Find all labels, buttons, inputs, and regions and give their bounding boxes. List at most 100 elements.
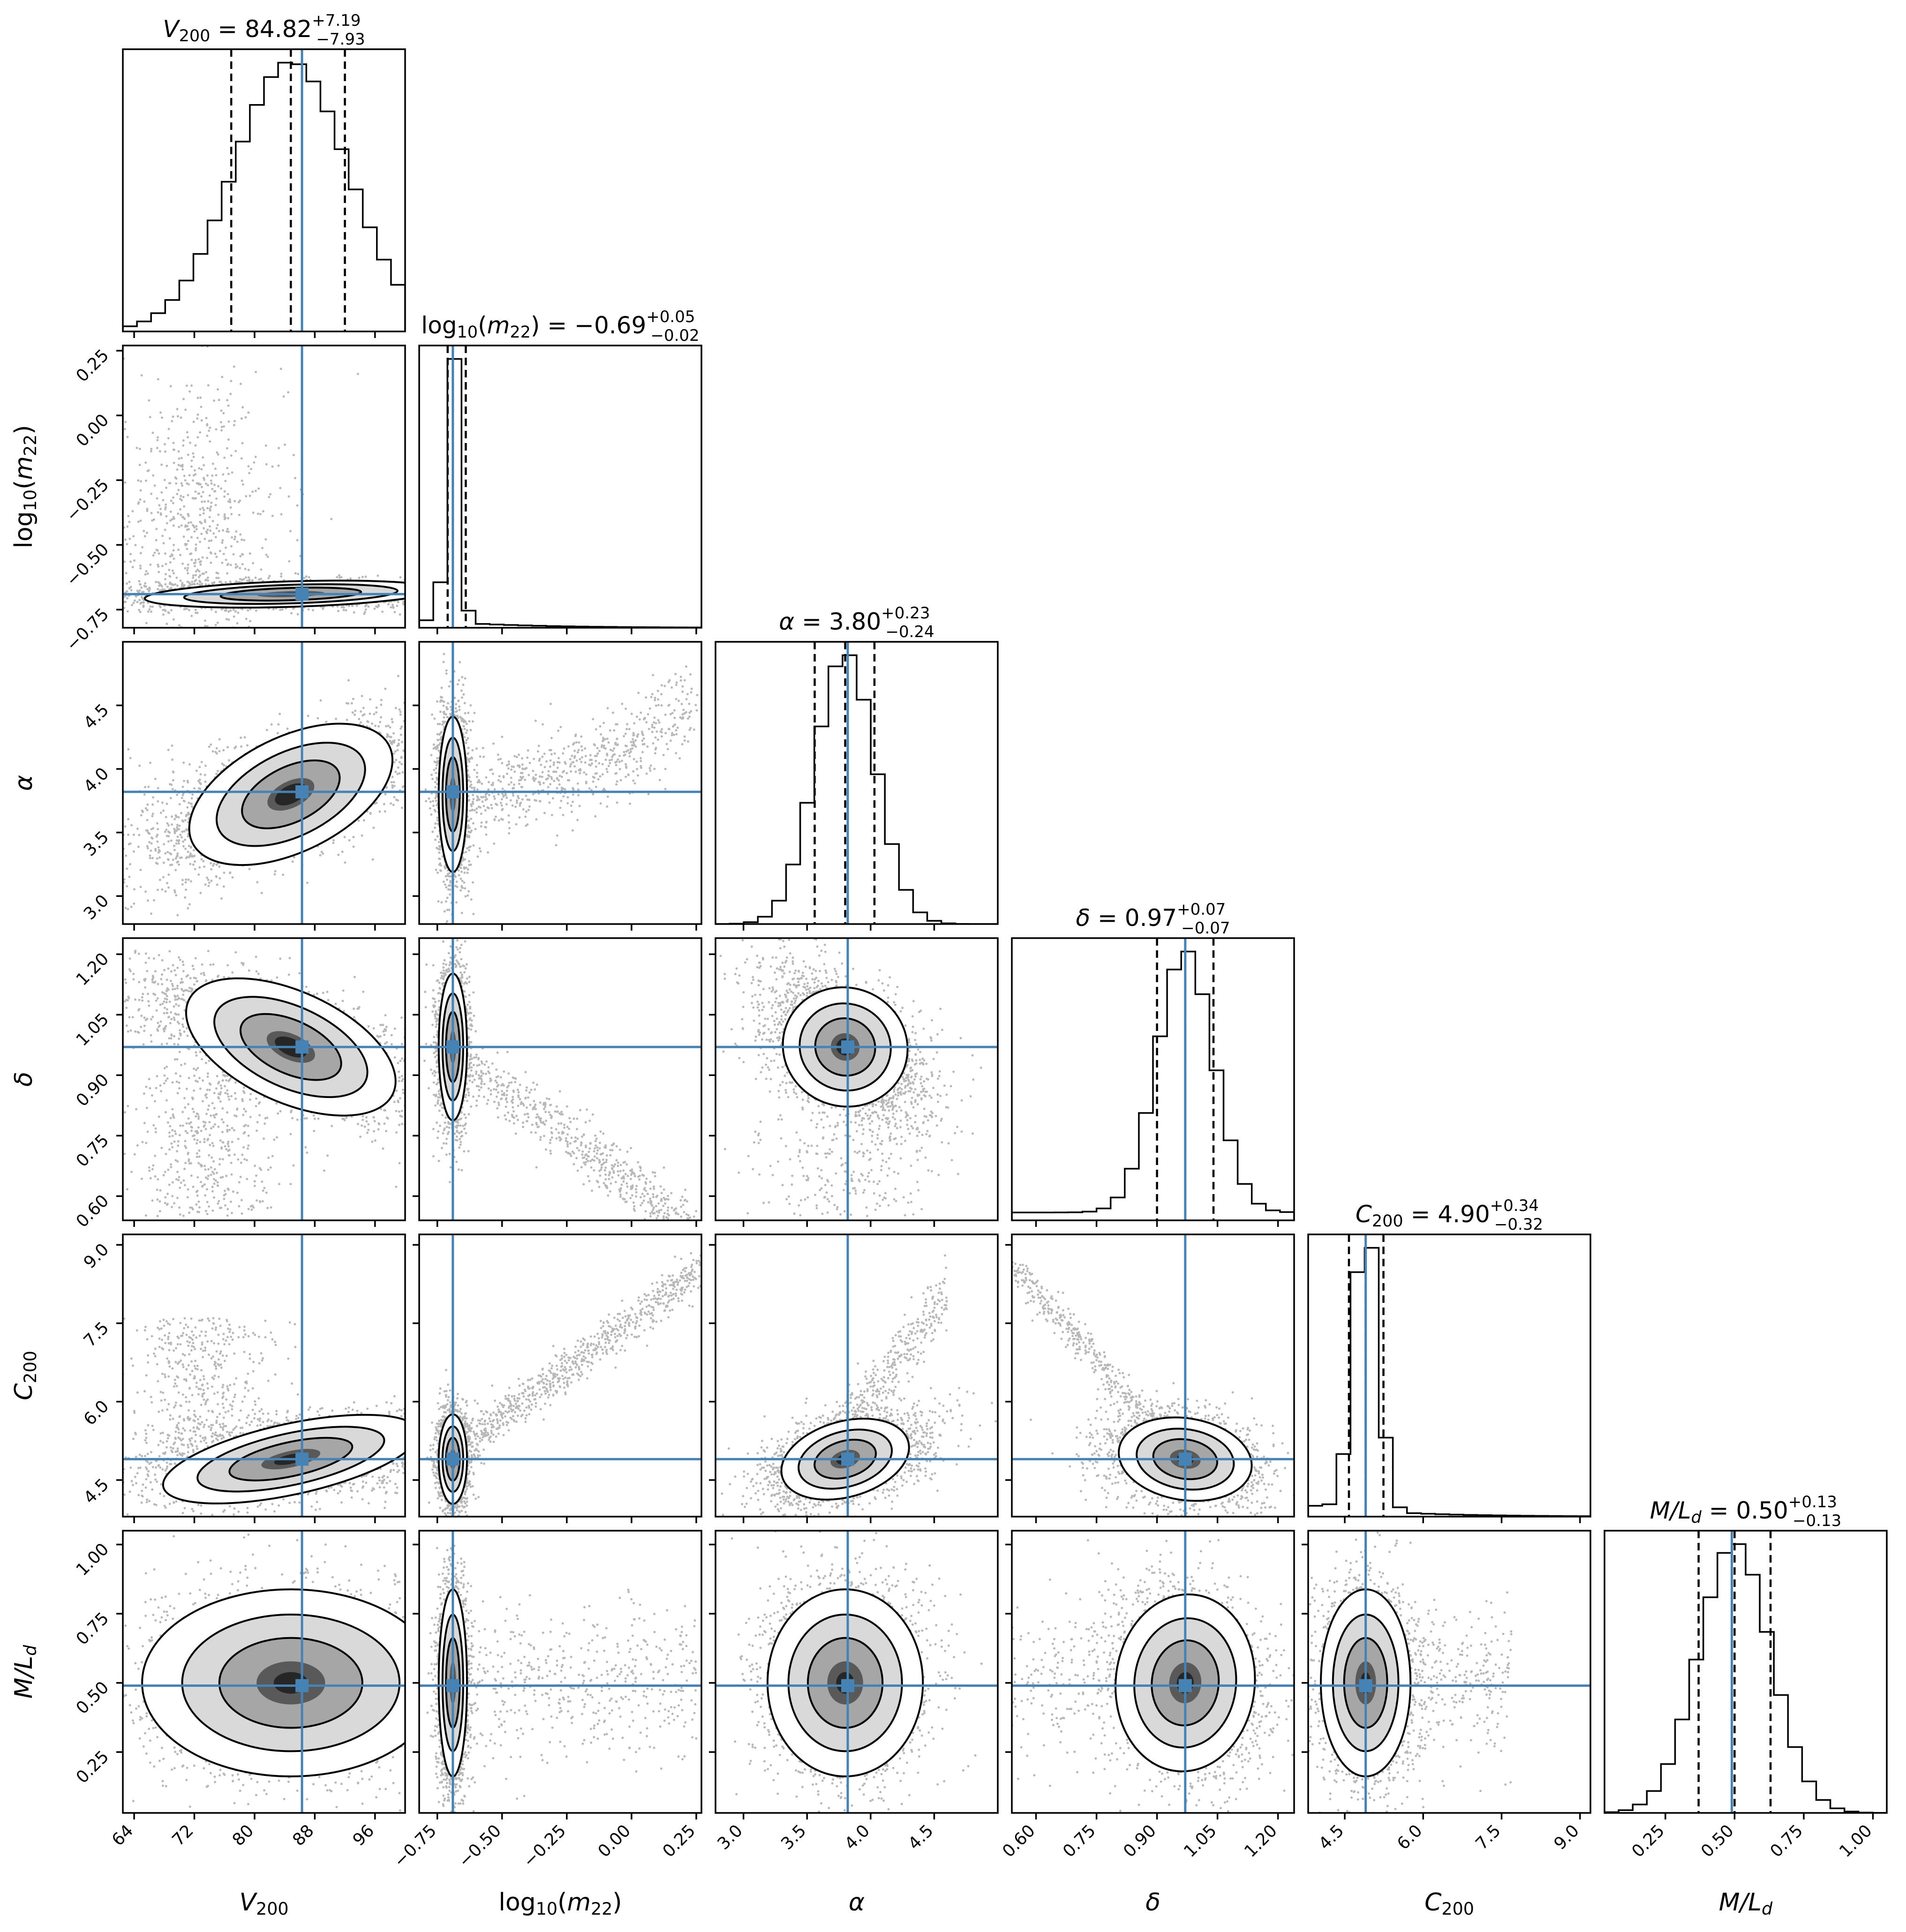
label-part: δ bbox=[10, 1072, 38, 1087]
panel-frame bbox=[1307, 1530, 1591, 1814]
title-upper-error: +0.34 bbox=[1490, 1196, 1539, 1215]
x-axis-label-logm22: log10(m22) bbox=[498, 1888, 622, 1919]
panel-content bbox=[716, 642, 998, 924]
title-V200: V200 = 84.82+7.19−7.93 bbox=[163, 11, 365, 49]
panel-frame bbox=[1011, 1530, 1295, 1814]
label-part: δ bbox=[1076, 904, 1090, 932]
label-part: 10 bbox=[536, 1899, 557, 1919]
label-part: V bbox=[239, 1888, 257, 1917]
label-part: C bbox=[1356, 1201, 1372, 1228]
hist-panel-V200 bbox=[122, 48, 406, 338]
panel-frame bbox=[418, 1233, 702, 1518]
label-part: 22 bbox=[510, 323, 531, 342]
panel-frame bbox=[122, 641, 406, 925]
label-part: log bbox=[10, 511, 38, 548]
truth-marker bbox=[295, 785, 309, 798]
panel-content bbox=[419, 1531, 701, 1813]
title-equals: = 0.97 bbox=[1090, 904, 1177, 932]
title-alpha: α = 3.80+0.23−0.24 bbox=[779, 604, 934, 641]
title-upper-error: +7.19 bbox=[312, 11, 361, 30]
panel-content bbox=[1012, 938, 1294, 1220]
panel-content bbox=[1308, 1531, 1590, 1813]
truth-marker bbox=[446, 785, 460, 798]
label-part: V bbox=[163, 15, 181, 43]
label-part: 200 bbox=[179, 27, 211, 45]
title-lower-error: −0.07 bbox=[1181, 919, 1230, 938]
hist-panel-alpha bbox=[715, 641, 999, 931]
panel-content bbox=[716, 938, 998, 1220]
panel-frame bbox=[122, 1530, 406, 1814]
title-lower-error: −0.13 bbox=[1793, 1511, 1841, 1530]
truth-marker bbox=[295, 1679, 309, 1692]
title-MLd: M/Ld = 0.50+0.13−0.13 bbox=[1650, 1493, 1841, 1530]
label-part: d bbox=[1762, 1899, 1773, 1919]
panel-content bbox=[123, 49, 405, 331]
x-axis-label-alpha: α bbox=[849, 1888, 865, 1917]
truth-marker bbox=[1178, 1452, 1192, 1466]
label-part: ( bbox=[478, 312, 487, 339]
title-lower-error: −0.24 bbox=[885, 623, 934, 641]
panel-content bbox=[123, 1234, 405, 1517]
y-axis-label-delta: δ bbox=[10, 1072, 38, 1087]
label-part: M/L bbox=[10, 1656, 38, 1699]
y-axis-label-MLd: M/Ld bbox=[10, 1645, 40, 1699]
panel-frame bbox=[122, 48, 406, 332]
label-part: M/L bbox=[1719, 1888, 1762, 1917]
panel-content bbox=[1308, 1234, 1590, 1517]
histogram-steps bbox=[123, 61, 405, 331]
title-delta: δ = 0.97+0.07−0.07 bbox=[1076, 900, 1230, 938]
hist-panel-C200 bbox=[1307, 1233, 1591, 1523]
label-part: m bbox=[487, 312, 510, 339]
panel-frame bbox=[715, 1233, 999, 1518]
label-part: log bbox=[498, 1888, 535, 1917]
title-equals: = 4.90 bbox=[1403, 1201, 1490, 1228]
label-part: m bbox=[10, 456, 38, 480]
title-lower-error: −0.32 bbox=[1494, 1215, 1543, 1234]
panel-content bbox=[1012, 1234, 1294, 1517]
truth-marker bbox=[446, 1040, 460, 1054]
label-part: ) bbox=[10, 425, 38, 434]
label-part: α bbox=[10, 775, 38, 791]
label-part: 22 bbox=[591, 1899, 612, 1919]
title-equals: = 3.80 bbox=[794, 608, 881, 635]
title-upper-error: +0.23 bbox=[881, 604, 930, 623]
histogram-steps bbox=[1012, 950, 1294, 1220]
title-upper-error: +0.13 bbox=[1788, 1493, 1837, 1511]
scatter-panel-alpha-vs-delta bbox=[709, 937, 999, 1227]
panel-frame bbox=[122, 937, 406, 1221]
truth-marker bbox=[841, 1452, 855, 1466]
x-axis-label-delta: δ bbox=[1145, 1888, 1160, 1917]
truth-marker bbox=[841, 1040, 855, 1054]
label-part: m bbox=[567, 1888, 591, 1917]
title-logm22: log10(m22) = −0.69+0.05−0.02 bbox=[421, 308, 699, 345]
truth-marker bbox=[446, 1452, 460, 1466]
title-lower-error: −7.93 bbox=[316, 30, 365, 49]
title-upper-error: +0.05 bbox=[646, 308, 695, 326]
truth-marker bbox=[446, 1679, 460, 1692]
label-part: 200 bbox=[1441, 1899, 1474, 1919]
title-upper-error: +0.07 bbox=[1177, 900, 1226, 919]
label-part: 200 bbox=[256, 1899, 288, 1919]
panel-content bbox=[716, 1234, 998, 1517]
scatter-panel-alpha-vs-C200 bbox=[709, 1233, 999, 1523]
panel-frame bbox=[715, 1530, 999, 1814]
truth-marker bbox=[295, 587, 309, 601]
truth-marker bbox=[841, 1679, 855, 1692]
panel-content bbox=[123, 1531, 405, 1813]
label-part: M/L bbox=[1650, 1497, 1691, 1524]
truth-marker bbox=[1178, 1679, 1192, 1692]
scatter-panel-logm22-vs-alpha bbox=[413, 641, 702, 931]
label-part: C bbox=[1424, 1888, 1442, 1917]
panel-frame bbox=[1011, 1233, 1295, 1518]
x-axis-label-MLd: M/Ld bbox=[1719, 1888, 1773, 1919]
panel-content bbox=[716, 1531, 998, 1813]
title-equals: = 0.50 bbox=[1702, 1497, 1788, 1524]
title-C200: C200 = 4.90+0.34−0.32 bbox=[1356, 1196, 1543, 1234]
panel-frame bbox=[715, 641, 999, 925]
panel-content bbox=[123, 642, 405, 924]
title-equals: = 84.82 bbox=[210, 15, 312, 43]
panel-frame bbox=[122, 345, 406, 629]
scatter-panel-logm22-vs-C200 bbox=[413, 1233, 702, 1523]
